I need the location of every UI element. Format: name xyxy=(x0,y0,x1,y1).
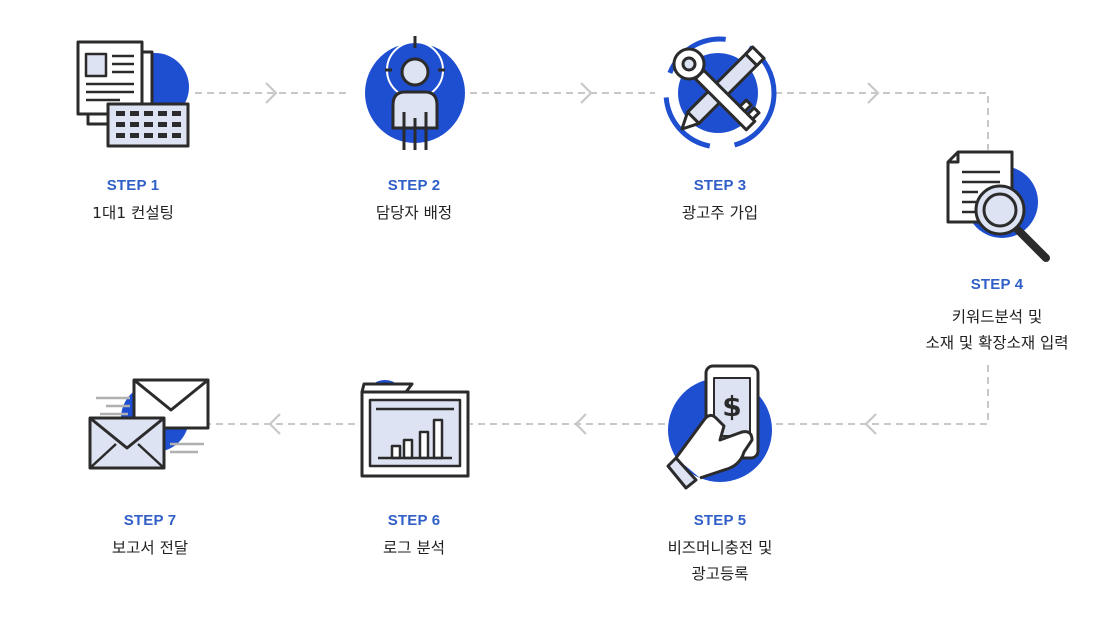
svg-text:$: $ xyxy=(722,390,741,423)
arrow-right-icon xyxy=(265,82,278,104)
arrow-right-icon xyxy=(580,82,593,104)
step-7-title-line: 보고서 전달 xyxy=(111,539,189,557)
flow-connectors xyxy=(195,92,989,425)
step-4-title-line-1: 키워드분석 및 xyxy=(951,308,1043,326)
step-2-label: STEP 2 xyxy=(387,177,441,194)
step-6-title: 로그 분석 xyxy=(383,535,445,561)
connector-4-5 xyxy=(775,365,989,425)
step-3-title: 광고주 가입 xyxy=(682,200,758,226)
arrow-left-icon xyxy=(574,413,587,435)
arrow-left-icon xyxy=(864,413,877,435)
folder-chart-icon xyxy=(360,380,470,478)
phone-payment-icon: $ xyxy=(666,364,772,490)
step-7-title: 보고서 전달 xyxy=(112,535,188,561)
step-4-title-line-2: 소재 및 확장소재 입력 xyxy=(925,334,1069,352)
step-2-title-line: 담당자 배정 xyxy=(375,204,453,222)
step-6-label: STEP 6 xyxy=(387,512,441,529)
step-1-label: STEP 1 xyxy=(106,177,160,194)
step-4-label: STEP 4 xyxy=(970,276,1024,293)
step-1-title: 1대1 컨설팅 xyxy=(92,200,174,226)
document-magnifier-icon xyxy=(946,150,1050,262)
flow-arrows xyxy=(265,82,880,435)
step-5-title-line-2: 광고등록 xyxy=(691,565,749,583)
key-pencil-icon xyxy=(663,36,777,150)
step-5-title-line-1: 비즈머니충전 및 xyxy=(667,539,773,557)
step-3-label: STEP 3 xyxy=(693,177,747,194)
envelopes-icon xyxy=(88,378,210,470)
step-3-title-line: 광고주 가입 xyxy=(681,204,759,222)
arrow-left-icon xyxy=(268,413,281,435)
step-2-title: 담당자 배정 xyxy=(376,200,452,226)
step-6-title-line: 로그 분석 xyxy=(383,539,445,557)
step-4-title: 키워드분석 및 소재 및 확장소재 입력 xyxy=(925,304,1068,356)
person-target-icon xyxy=(365,36,465,150)
step-5-label: STEP 5 xyxy=(693,512,747,529)
step-5-title: 비즈머니충전 및 광고등록 xyxy=(668,535,773,587)
step-1-title-line: 1대1 컨설팅 xyxy=(92,204,174,222)
connector-3-4 xyxy=(775,92,989,150)
document-keyboard-icon xyxy=(76,40,190,148)
step-7-label: STEP 7 xyxy=(123,512,177,529)
arrow-right-icon xyxy=(867,82,880,104)
